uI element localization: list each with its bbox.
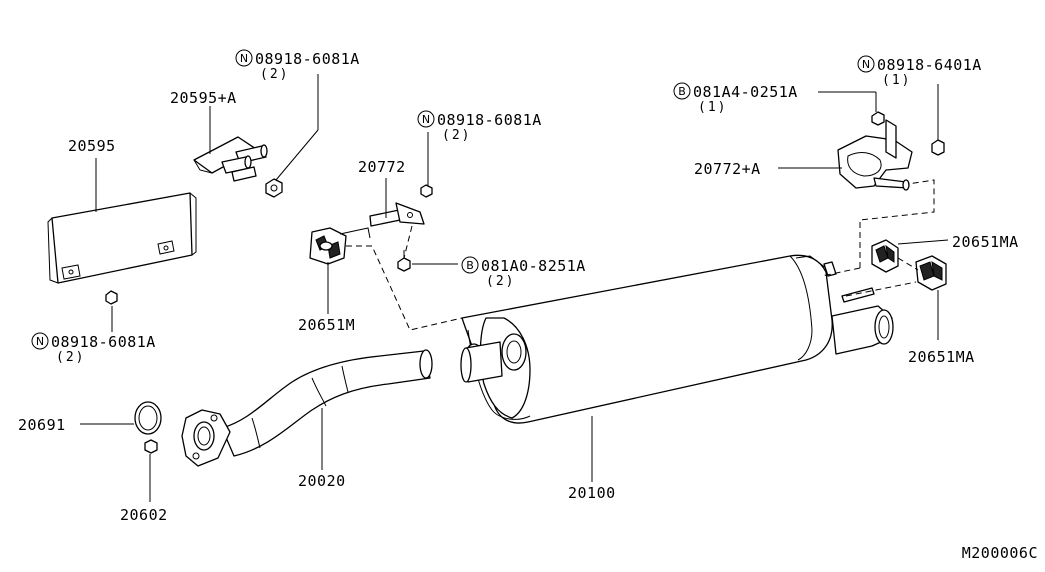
leader-lines <box>80 74 949 502</box>
quantity: (2) <box>260 67 289 82</box>
part-number: 08918-6081A <box>51 333 156 351</box>
marker-n-icon: N <box>862 58 870 71</box>
nut-icon <box>105 290 118 305</box>
exhaust-flange <box>181 409 231 467</box>
part-number: 08918-6081A <box>255 50 360 68</box>
rubber-mount-20651ma-lower <box>915 255 947 291</box>
fastener-bolt-bracket: B 081A0-8251A (2) <box>461 256 586 289</box>
bolt-icon <box>871 111 885 126</box>
rear-hanger-bracket-20772a <box>837 119 913 191</box>
diagram-code: M200006C <box>962 544 1038 562</box>
marker-n-icon: N <box>422 113 430 126</box>
quantity: (1) <box>698 100 727 115</box>
part-number: 081A4-0251A <box>693 83 798 101</box>
part-number: 08918-6081A <box>437 111 542 129</box>
nut-icon <box>931 139 945 156</box>
hanger-bracket-20772 <box>369 202 425 227</box>
fastener-nut-heatshield-bottom: N 08918-6081A (2) <box>31 332 156 365</box>
heat-shield-20595 <box>47 192 197 284</box>
label-20772a: 20772+A <box>694 160 761 178</box>
label-20100: 20100 <box>568 484 616 502</box>
label-20020: 20020 <box>298 472 346 490</box>
tailpipe <box>831 305 894 355</box>
label-20595a: 20595+A <box>170 89 237 107</box>
part-number: 081A0-8251A <box>481 257 586 275</box>
marker-n-icon: N <box>240 52 248 65</box>
label-20651m: 20651M <box>298 316 355 334</box>
marker-n-icon: N <box>36 335 44 348</box>
stud <box>231 166 257 182</box>
label-20651ma-lower: 20651MA <box>908 348 975 366</box>
main-muffler-20100 <box>460 254 837 424</box>
marker-b-icon: B <box>466 259 474 272</box>
label-20595: 20595 <box>68 137 116 155</box>
bolt-icon <box>397 250 411 272</box>
marker-b-icon: B <box>678 85 686 98</box>
part-number: 08918-6401A <box>877 56 982 74</box>
quantity: (2) <box>486 274 515 289</box>
gasket-20691 <box>134 401 162 435</box>
nut-icon <box>144 439 158 454</box>
fastener-bolt-rear: B 081A4-0251A (1) <box>673 82 798 115</box>
rubber-mount-20651m <box>309 227 371 265</box>
fastener-nut-heatshield-top: N 08918-6081A (2) <box>235 49 360 82</box>
heat-shield-bracket-20595a <box>193 136 268 182</box>
nut-icon <box>420 184 433 198</box>
quantity: (2) <box>442 128 471 143</box>
label-20651ma-upper: 20651MA <box>952 233 1019 251</box>
front-exhaust-pipe-20020 <box>221 349 433 457</box>
label-20602: 20602 <box>120 506 168 524</box>
muffler-hanger-rod <box>841 287 875 303</box>
nut-icon <box>265 178 283 198</box>
rubber-mount-20651ma-upper <box>871 239 899 273</box>
quantity: (2) <box>56 350 85 365</box>
quantity: (1) <box>882 73 911 88</box>
fastener-nut-rear: N 08918-6401A (1) <box>857 55 982 88</box>
assembly-lines <box>346 179 935 331</box>
fastener-nut-bracket: N 08918-6081A (2) <box>417 110 542 143</box>
label-20691: 20691 <box>18 416 66 434</box>
callout-labels: 20595 20595+A 20772 20772+A 20651M 20651… <box>18 89 1019 524</box>
label-20772: 20772 <box>358 158 406 176</box>
